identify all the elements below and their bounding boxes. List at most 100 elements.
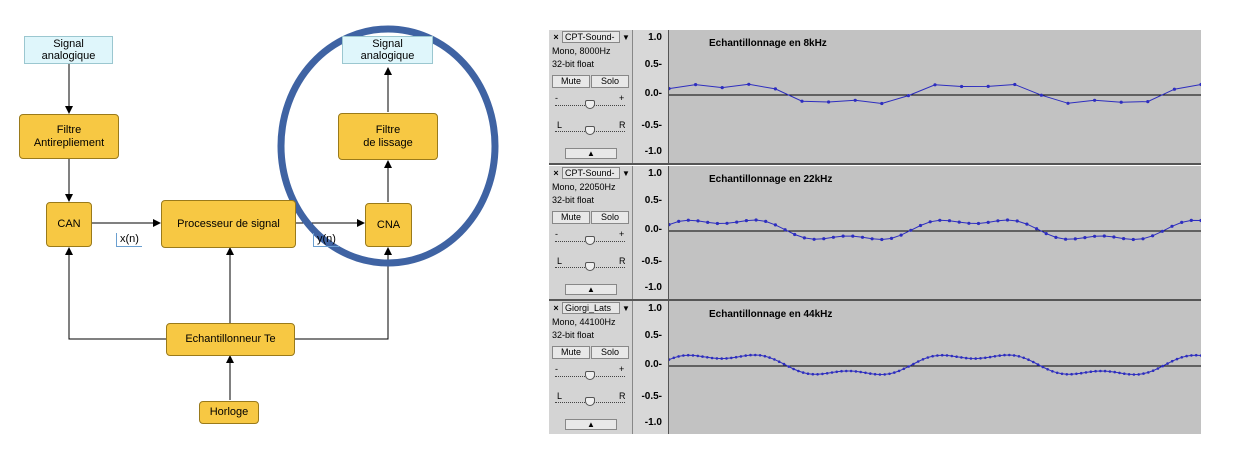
sample-point bbox=[792, 367, 795, 371]
dropdown-icon[interactable]: ▼ bbox=[622, 303, 630, 313]
track-control-panel: × Giorgi_Lats ▼ Mono, 44100Hz 32-bit flo… bbox=[549, 301, 633, 434]
sample-point bbox=[754, 353, 757, 357]
sample-point bbox=[1041, 365, 1045, 369]
gain-slider[interactable] bbox=[555, 100, 625, 110]
pan-slider[interactable] bbox=[555, 126, 625, 136]
dropdown-icon[interactable]: ▼ bbox=[622, 32, 630, 42]
sample-point bbox=[928, 220, 932, 224]
ruler-tick-label: 0.5- bbox=[644, 330, 662, 341]
sample-point bbox=[864, 371, 867, 375]
ruler-tick-label: 0.0- bbox=[644, 359, 662, 370]
track-name[interactable]: CPT-Sound- bbox=[562, 31, 620, 43]
waveform-title: Echantillonnage en 44kHz bbox=[709, 309, 833, 320]
gain-slider-thumb[interactable] bbox=[585, 236, 595, 245]
sample-point bbox=[940, 353, 944, 357]
solo-button[interactable]: Solo bbox=[591, 346, 629, 359]
sample-point bbox=[955, 355, 958, 358]
sample-point bbox=[840, 369, 843, 373]
signal-processor-box: Processeur de signal bbox=[161, 200, 296, 248]
close-icon[interactable]: × bbox=[553, 303, 559, 313]
mute-button[interactable]: Mute bbox=[552, 75, 590, 88]
collapse-icon: ▲ bbox=[587, 420, 595, 429]
sample-point bbox=[869, 372, 872, 375]
sample-point bbox=[1122, 237, 1126, 241]
sample-point bbox=[902, 367, 906, 371]
pan-slider[interactable] bbox=[555, 397, 625, 407]
sample-point bbox=[1156, 367, 1160, 370]
sample-point bbox=[964, 356, 968, 360]
sample-point bbox=[1013, 82, 1017, 87]
track-bitdepth: 32-bit float bbox=[552, 330, 595, 340]
sample-point bbox=[773, 223, 777, 227]
track-name[interactable]: CPT-Sound- bbox=[562, 167, 620, 179]
sample-point bbox=[960, 84, 964, 89]
sample-point bbox=[957, 220, 961, 224]
audio-tracks-panel: × CPT-Sound- ▼ Mono, 8000Hz 32-bit float… bbox=[549, 30, 1201, 434]
track-name[interactable]: Giorgi_Lats bbox=[562, 302, 620, 314]
waveform-area[interactable]: Echantillonnage en 44kHz bbox=[669, 301, 1201, 434]
collapse-button[interactable]: ▲ bbox=[565, 419, 617, 430]
sample-point bbox=[1123, 372, 1126, 375]
pan-right-label: R bbox=[619, 120, 626, 130]
sample-point bbox=[787, 365, 791, 368]
dropdown-icon[interactable]: ▼ bbox=[622, 168, 630, 178]
sample-point bbox=[909, 228, 913, 232]
sample-point bbox=[686, 218, 690, 222]
waveform-plot bbox=[669, 82, 1201, 106]
sample-point bbox=[889, 236, 894, 240]
sample-point bbox=[1151, 234, 1155, 238]
track-separator bbox=[549, 163, 1201, 165]
track-separator bbox=[549, 299, 1201, 301]
sample-point bbox=[706, 220, 710, 224]
solo-button[interactable]: Solo bbox=[591, 211, 629, 224]
track-name-bar[interactable]: × CPT-Sound- ▼ bbox=[550, 31, 632, 43]
collapse-button[interactable]: ▲ bbox=[565, 284, 617, 295]
gain-slider[interactable] bbox=[555, 236, 625, 246]
gain-plus-label: + bbox=[619, 229, 625, 239]
sample-point bbox=[1185, 354, 1188, 358]
close-icon[interactable]: × bbox=[553, 168, 559, 178]
sample-point bbox=[696, 354, 700, 358]
sample-point bbox=[1039, 93, 1043, 97]
gain-slider-thumb[interactable] bbox=[585, 100, 595, 109]
gain-plus-label: + bbox=[619, 364, 625, 374]
waveform-plot bbox=[669, 353, 1201, 376]
sample-point bbox=[822, 237, 826, 241]
mute-button[interactable]: Mute bbox=[552, 211, 590, 224]
solo-button[interactable]: Solo bbox=[591, 75, 629, 88]
pan-slider-thumb[interactable] bbox=[585, 262, 595, 271]
track-name-bar[interactable]: × Giorgi_Lats ▼ bbox=[550, 302, 632, 314]
gain-slider[interactable] bbox=[555, 371, 625, 381]
mute-button[interactable]: Mute bbox=[552, 346, 590, 359]
sample-point bbox=[782, 362, 786, 366]
track-name-bar[interactable]: × CPT-Sound- ▼ bbox=[550, 167, 632, 179]
sample-point bbox=[730, 356, 733, 360]
sample-point bbox=[873, 372, 877, 376]
sample-point bbox=[897, 369, 901, 373]
sample-point bbox=[793, 232, 797, 237]
waveform-area[interactable]: Echantillonnage en 8kHz bbox=[669, 30, 1201, 163]
pan-right-label: R bbox=[619, 256, 626, 266]
sample-point bbox=[1108, 370, 1112, 373]
ruler-tick-label: -1.0 bbox=[644, 282, 662, 293]
ruler-tick-label: -0.5- bbox=[641, 120, 662, 131]
sample-point bbox=[1094, 369, 1097, 373]
close-icon[interactable]: × bbox=[553, 32, 559, 42]
sample-point bbox=[893, 371, 896, 374]
pan-slider-thumb[interactable] bbox=[585, 397, 595, 406]
sample-point bbox=[696, 219, 700, 223]
sample-point bbox=[720, 86, 724, 90]
pan-left-label: L bbox=[557, 391, 563, 401]
sample-point bbox=[947, 219, 952, 223]
gain-slider-thumb[interactable] bbox=[585, 371, 595, 380]
sample-point bbox=[1032, 360, 1035, 364]
waveform-area[interactable]: Echantillonnage en 22kHz bbox=[669, 166, 1201, 299]
pan-slider-thumb[interactable] bbox=[585, 126, 595, 135]
sample-point bbox=[976, 221, 981, 226]
sample-point bbox=[950, 354, 954, 358]
gain-plus-label: + bbox=[619, 93, 625, 103]
pan-slider[interactable] bbox=[555, 262, 625, 272]
collapse-button[interactable]: ▲ bbox=[565, 148, 617, 159]
